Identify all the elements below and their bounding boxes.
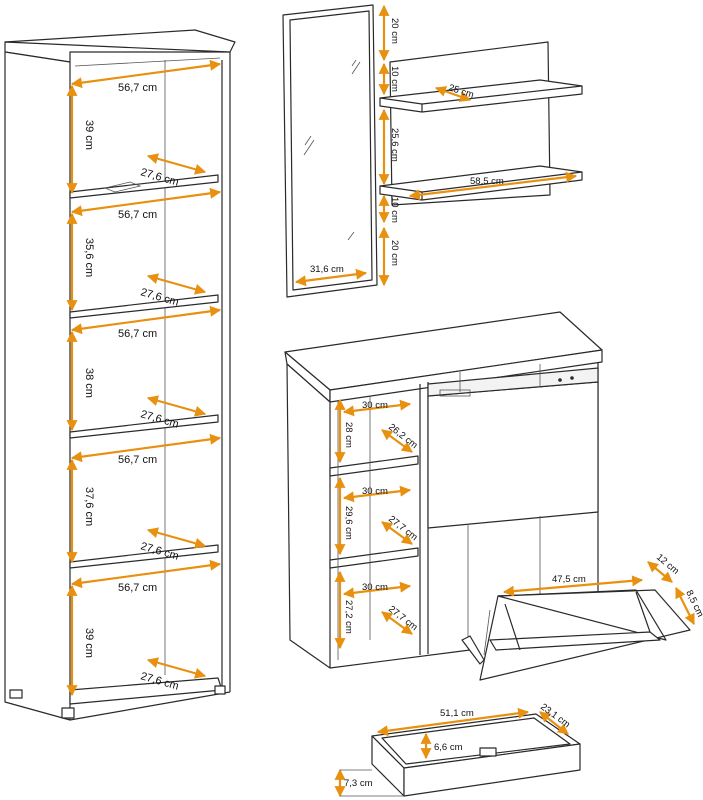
cabinet-compartment-height-label-3: 27,2 cm — [343, 600, 354, 634]
cabinet-compartment-height-label-1: 28 cm — [343, 422, 354, 448]
cabinet-flap-depth-label: 12 cm — [654, 552, 681, 577]
bookcase-width-label-1: 56,7 cm — [118, 82, 157, 94]
wall-shelf-bottom-gap-label: 20 cm — [389, 240, 400, 266]
bookcase-drawing — [4, 29, 236, 721]
wall-shelf-lower-board-label: 10 cm — [389, 197, 400, 223]
bookcase-height-label-1: 39 cm — [83, 120, 95, 150]
mirror-drawing: 31,6 cm — [282, 4, 378, 298]
wall-shelf-upper-board-label: 10 cm — [389, 66, 400, 92]
cabinet-flap-height-label: 8,5 cm — [683, 588, 703, 619]
bookcase-height-label-3: 38 cm — [83, 368, 95, 398]
cabinet-compartment-width-label-1: 30 cm — [362, 400, 388, 411]
cabinet-compartment-width-label-2: 30 cm — [362, 486, 388, 497]
wall-shelf-inner-height-label: 25,6 cm — [389, 128, 400, 162]
drawer-width-label: 51,1 cm — [440, 708, 474, 719]
mirror-width-label: 31,6 cm — [310, 264, 344, 275]
wall-shelf-top-gap-label: 20 cm — [389, 18, 400, 44]
bookcase-height-label-4: 37,6 cm — [83, 487, 95, 526]
cabinet-flap-width-label: 47,5 cm — [552, 574, 586, 585]
drawer-inner-height-label: 6,6 cm — [434, 742, 463, 753]
bookcase-height-label-2: 35,6 cm — [83, 238, 95, 277]
cabinet-compartment-height-label-2: 29,6 cm — [343, 506, 354, 540]
bookcase-width-label-5: 56,7 cm — [118, 582, 157, 594]
bookcase-height-label-5: 39 cm — [83, 628, 95, 658]
bookcase-width-label-2: 56,7 cm — [118, 209, 157, 221]
drawer-outer-height-label: 7,3 cm — [344, 778, 373, 789]
drawer-drawing — [371, 713, 581, 797]
cabinet-compartment-width-label-3: 30 cm — [362, 582, 388, 593]
bookcase-width-label-3: 56,7 cm — [118, 328, 157, 340]
shoe-cabinet-drawing — [284, 311, 691, 681]
wall-shelf-width-label: 58,5 cm — [470, 176, 504, 187]
bookcase-dimensions: 56,7 cm 56,7 cm 56,7 cm 56,7 cm 56,7 cm … — [66, 59, 222, 697]
bookcase-width-label-4: 56,7 cm — [118, 454, 157, 466]
